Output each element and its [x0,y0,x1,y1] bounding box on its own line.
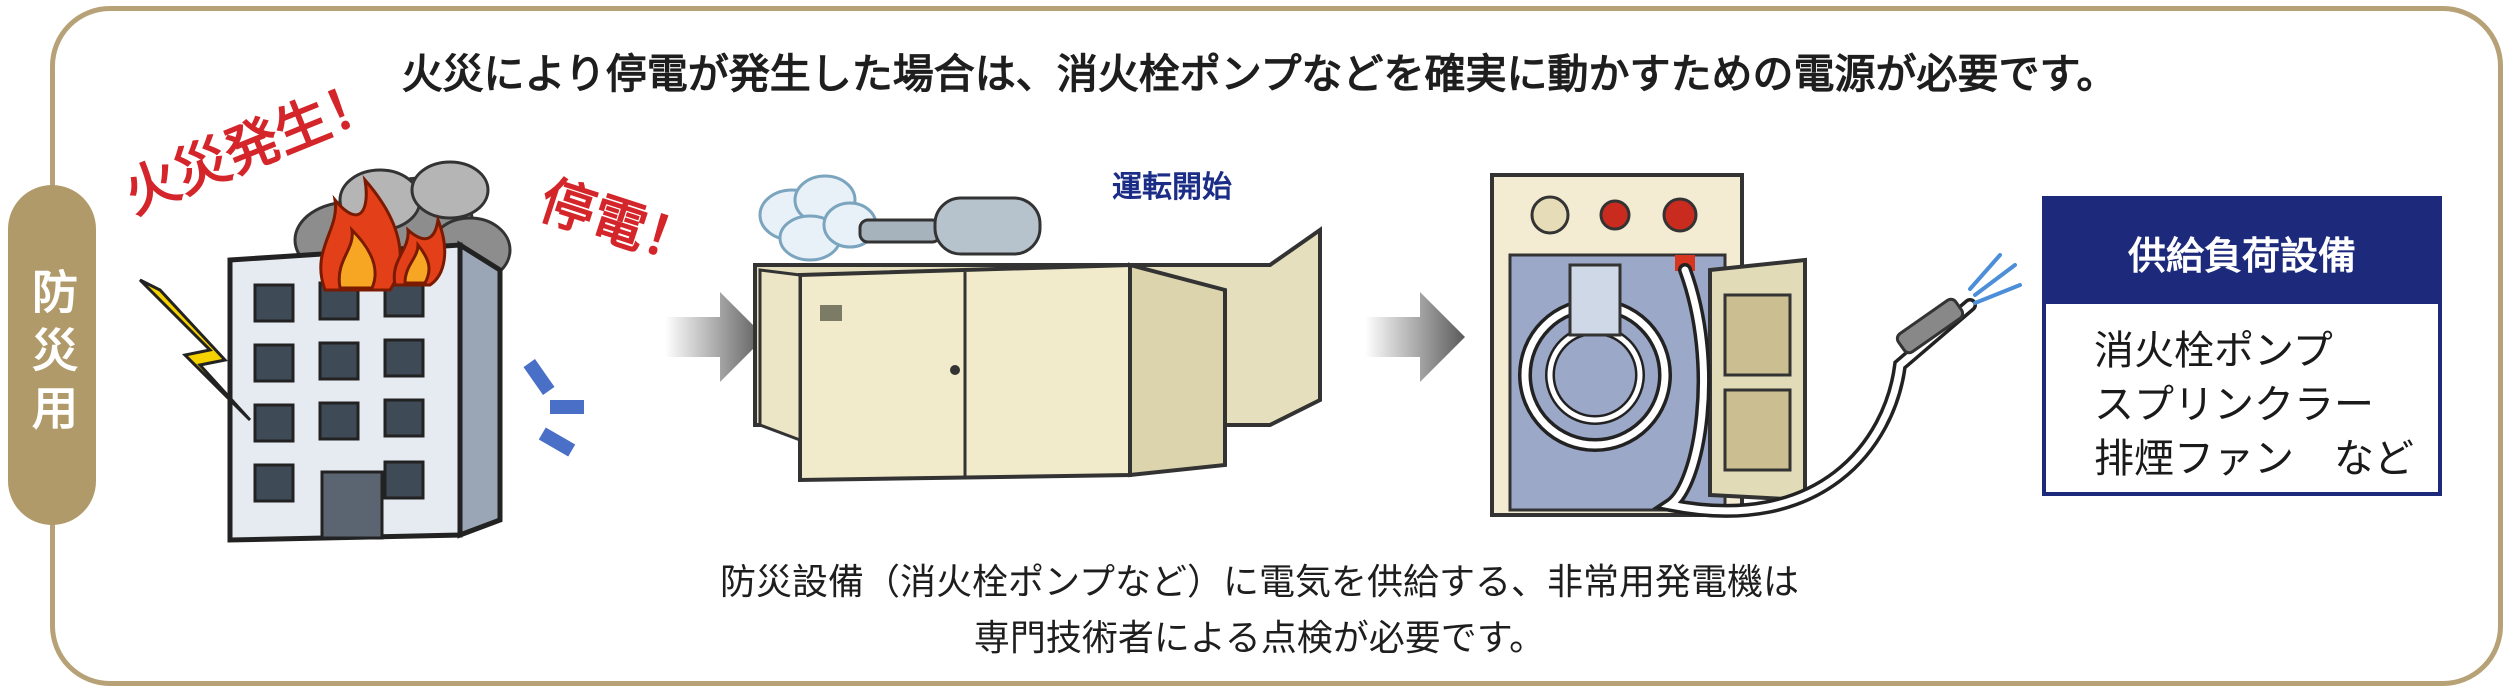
headline: 火災により停電が発生した場合は、消火栓ポンプなどを確実に動かすための電源が必要で… [401,50,2118,98]
burning-building-illustration [138,160,584,543]
arrow-right-icon [665,292,765,382]
load-box-items: 消火栓ポンプ スプリンクラー 排煙ファン など [2046,304,2438,486]
fire-hydrant-cabinet-illustration [1490,173,2022,518]
category-tab: 防災用 [8,185,96,525]
spark-icon [523,359,584,457]
category-tab-label: 防災用 [25,268,79,442]
caption-line: 専門技術者による点検が必要です。 [973,618,1546,659]
footer-caption: 防災設備（消火栓ポンプなど）に電気を供給する、非常用発電機は 専門技術者による点… [0,555,2519,667]
load-box-title: 供給負荷設備 [2046,200,2438,304]
caption-line: 防災設備（消火栓ポンプなど）に電気を供給する、非常用発電機は [720,562,1799,603]
list-item: 消火栓ポンプ [2094,328,2333,374]
list-item: 排煙ファン など [2094,436,2414,482]
lightning-icon [138,278,252,422]
emergency-generator-illustration [753,174,1322,483]
arrow-right-icon [1365,292,1465,382]
supply-load-equipment-box: 供給負荷設備 消火栓ポンプ スプリンクラー 排煙ファン など [2042,196,2442,496]
generator-start-label: 運転開始 [1112,170,1232,205]
list-item: スプリンクラー [2094,382,2374,428]
fire-icon [319,175,447,292]
